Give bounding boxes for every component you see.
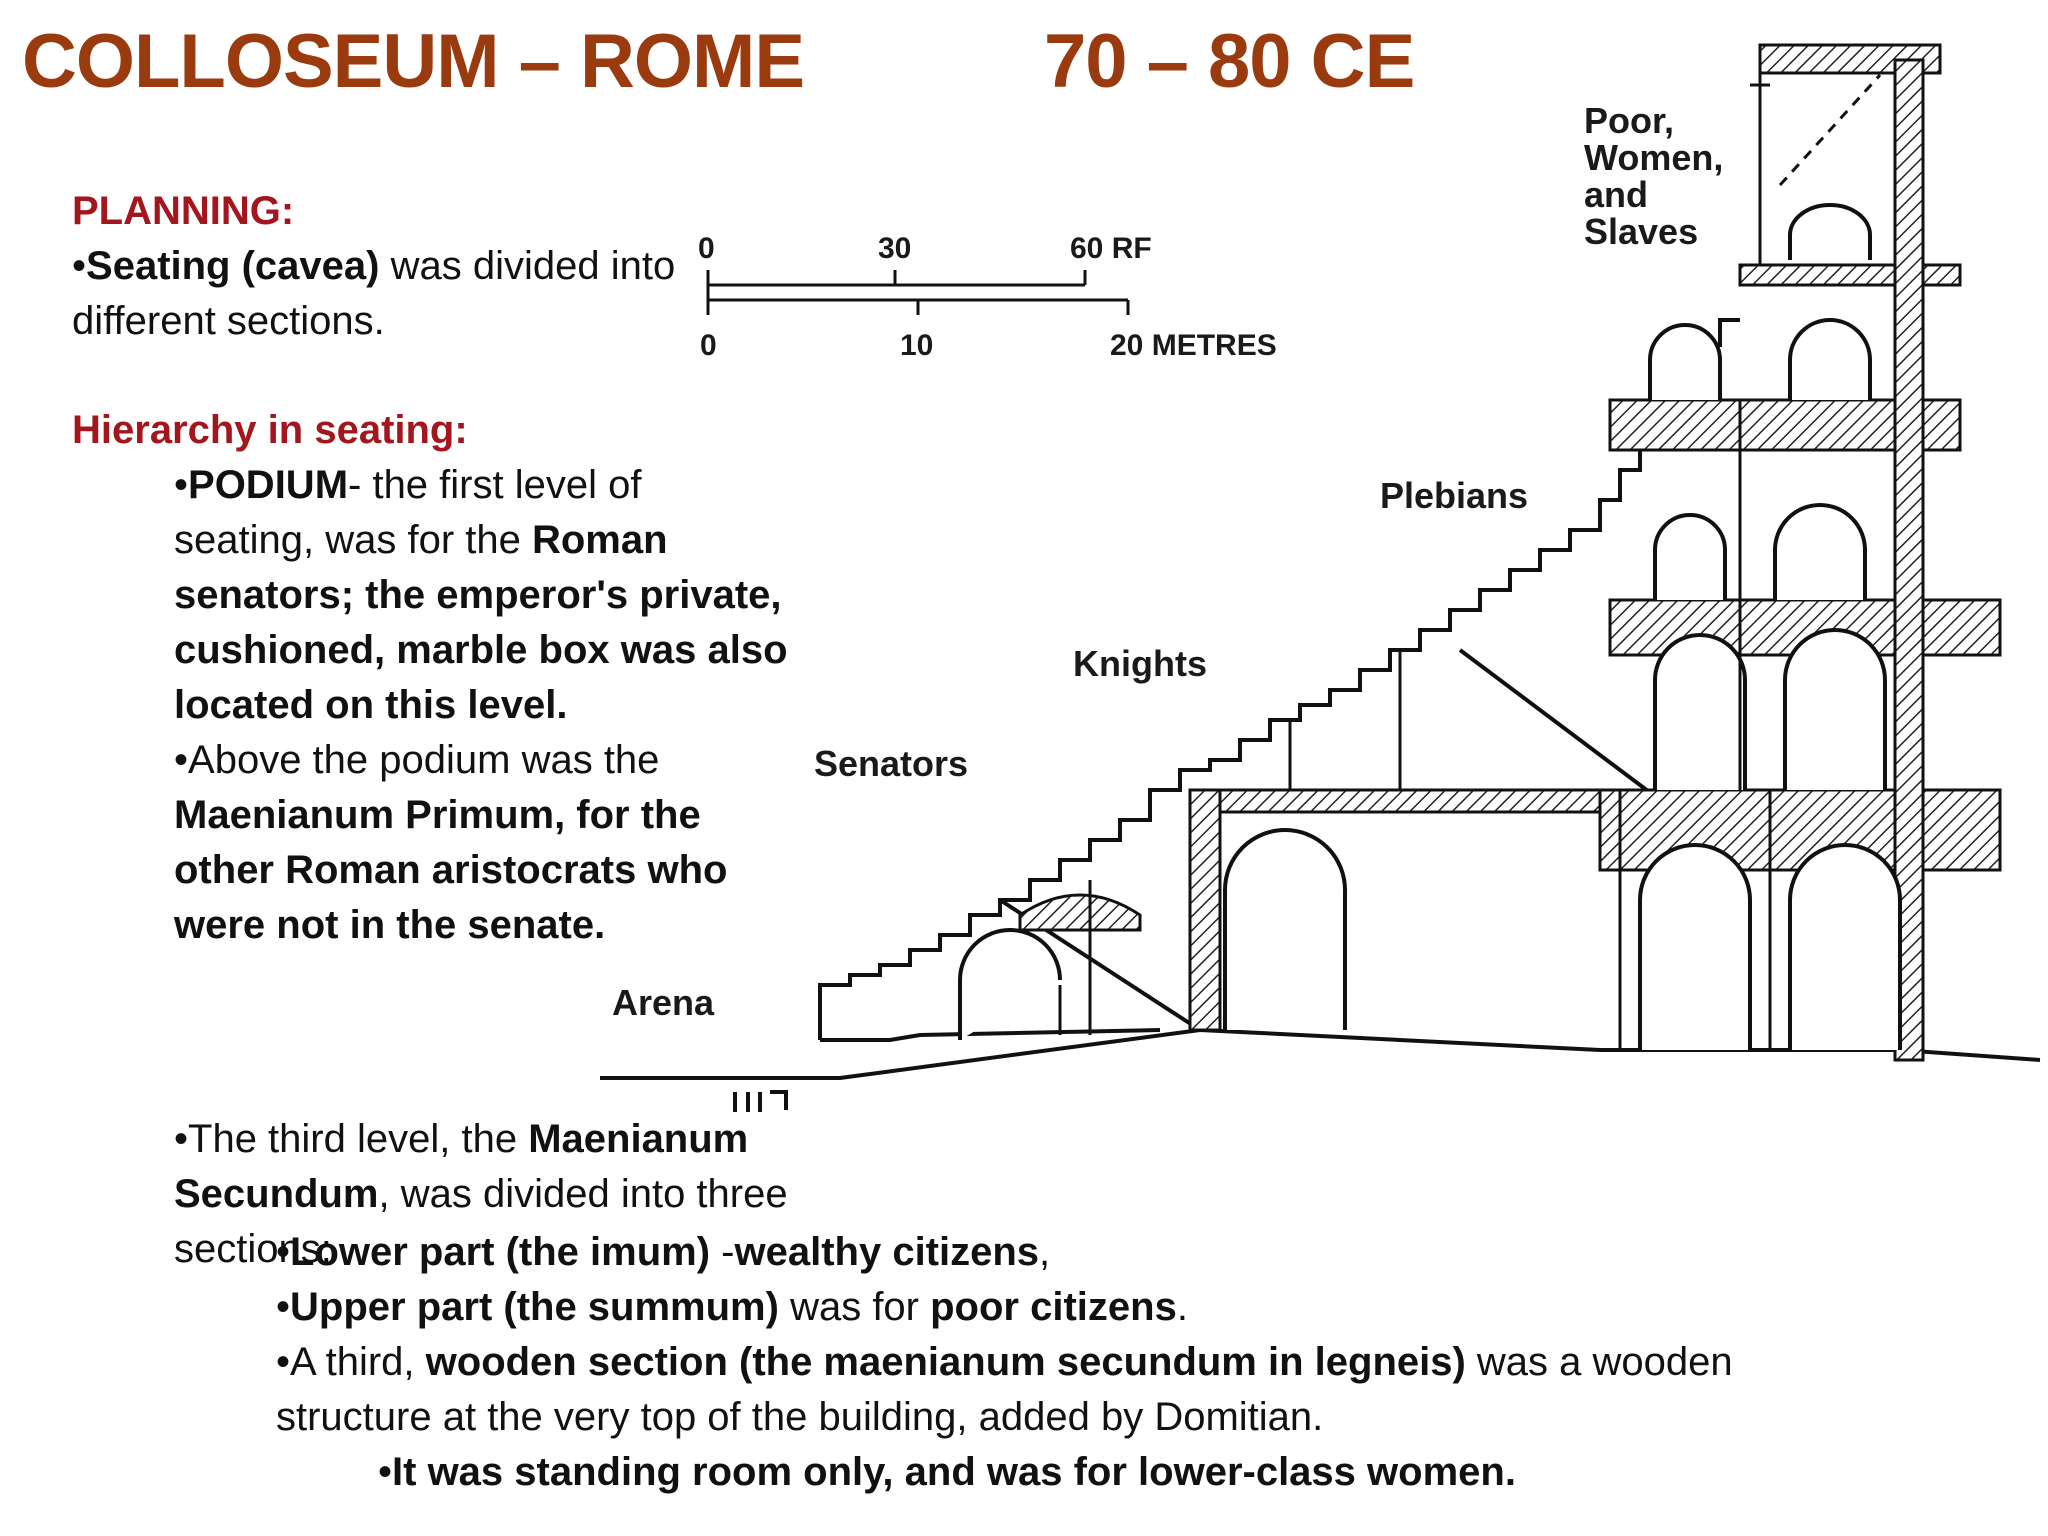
slide-date: 70 – 80 CE	[1044, 19, 1415, 104]
scale-label-bottom-0: 0	[700, 329, 717, 362]
planning-section: PLANNING: •Seating (cavea) was divided i…	[72, 184, 772, 349]
seating-term: Seating (cavea)	[86, 244, 380, 288]
label-and: and	[1584, 174, 1648, 215]
hierarchy-heading: Hierarchy in seating:	[72, 408, 468, 452]
upper-part-bullet: •Upper part (the summum) was for poor ci…	[276, 1285, 1188, 1329]
scale-bar	[706, 270, 1130, 315]
lower-part-comma: ,	[1039, 1230, 1051, 1274]
sections-list: •Lower part (the imum) -wealthy citizens…	[276, 1225, 1816, 1500]
lower-part-bullet: •Lower part (the imum) -wealthy citizens…	[276, 1230, 1051, 1274]
hierarchy-section: Hierarchy in seating: •PODIUM- the first…	[72, 403, 792, 953]
scale-label-top-60: 60 RF	[1070, 232, 1152, 265]
piers-and-columns	[1058, 70, 1882, 1050]
scale-label-bottom-10: 10	[900, 329, 933, 362]
planning-bullet: •Seating (cavea) was divided into differ…	[72, 244, 676, 343]
label-senators: Senators	[814, 743, 968, 784]
planning-heading: PLANNING:	[72, 189, 295, 233]
colosseum-section-drawing: 0 30 60 RF 0 10 20 METRES Poor, Women, a…	[600, 43, 2041, 1112]
hierarchy-list: •PODIUM- the first level of seating, was…	[72, 458, 792, 953]
wooden-section-text: A third,	[290, 1340, 426, 1384]
podium-bullet: •PODIUM- the first level of seating, was…	[174, 463, 788, 727]
upper-part-text: was for	[778, 1285, 931, 1329]
scale-label-top-30: 30	[878, 232, 911, 265]
seating-text: was divided into different sections.	[72, 244, 676, 343]
wooden-section-text-2: was a wooden structure at the very top o…	[276, 1340, 1733, 1439]
label-plebians: Plebians	[1380, 475, 1528, 516]
lower-part-text: -	[710, 1230, 735, 1274]
arches	[958, 203, 1902, 1050]
maenianum-secundum-bullet: •The third level, the Maenianum Secundum…	[174, 1117, 788, 1271]
maenianum-primum-bullet: •Above the podium was the Maenianum Prim…	[174, 738, 728, 947]
wooden-section-bullet: •A third, wooden section (the maenianum …	[276, 1340, 1733, 1439]
maenianum-secundum-text-2: , was divided into three sections:	[174, 1172, 788, 1271]
maenianum-secundum-term: Maenianum Secundum	[174, 1117, 749, 1216]
label-poor: Poor,	[1584, 100, 1674, 141]
standing-room-bullet: •It was standing room only, and was for …	[378, 1450, 1516, 1494]
scale-label-bottom-20: 20 METRES	[1110, 329, 1277, 362]
stepped-seating	[818, 318, 1740, 1042]
lower-part-detail: wealthy citizens	[734, 1230, 1040, 1274]
maenianum-primum-text: Above the podium was the	[188, 738, 660, 782]
standing-room-text: It was standing room only, and was for l…	[392, 1450, 1516, 1494]
maenianum-secundum-text: The third level, the	[188, 1117, 529, 1161]
podium-term: PODIUM	[188, 463, 349, 507]
lower-part-term: Lower part (the imum)	[290, 1230, 711, 1274]
label-women: Women,	[1584, 137, 1723, 178]
podium-detail: Roman senators; the emperor's private, c…	[174, 518, 788, 727]
podium-text: - the first level of seating, was for th…	[174, 463, 642, 562]
label-knights: Knights	[1073, 643, 1207, 684]
slide-title: COLLOSEUM – ROME	[22, 19, 805, 104]
scale-label-top-0: 0	[698, 232, 715, 265]
upper-part-term: Upper part (the summum)	[290, 1285, 779, 1329]
label-slaves: Slaves	[1584, 211, 1698, 252]
maenianum-primum-detail: Maenianum Primum, for the other Roman ar…	[174, 793, 728, 947]
label-arena: Arena	[612, 982, 715, 1023]
wooden-section-term: wooden section (the maenianum secundum i…	[425, 1340, 1466, 1384]
upper-part-period: .	[1176, 1285, 1188, 1329]
upper-part-detail: poor citizens	[930, 1285, 1177, 1329]
